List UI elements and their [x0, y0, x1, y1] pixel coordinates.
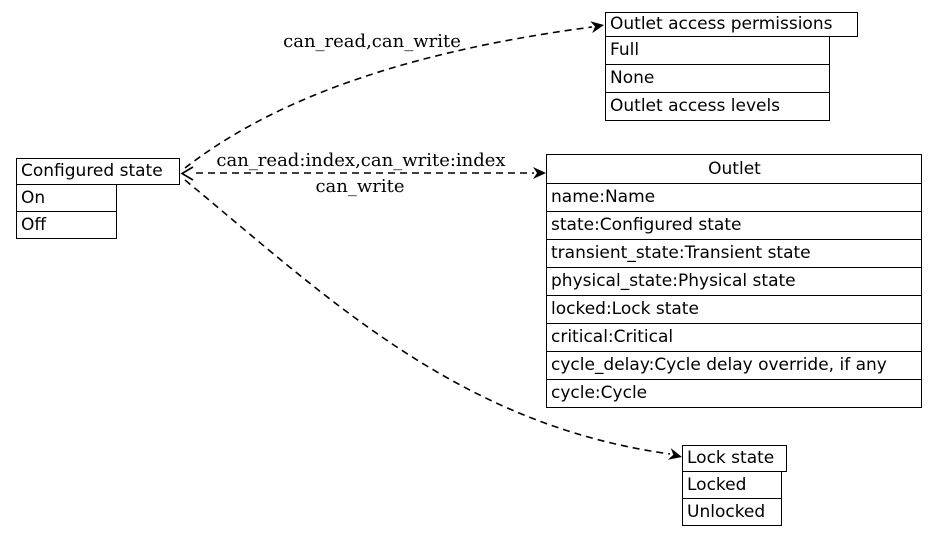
node-outlet-row-cycle-delay: cycle_delay:Cycle delay override, if any — [546, 352, 922, 380]
outlet-arrowhead-icon — [533, 167, 546, 179]
edge-configured-to-permissions — [184, 26, 593, 169]
edge-label-outlet-top: can_read:index,can_write:index — [216, 150, 506, 171]
node-lock-state-row-unlocked: Unlocked — [682, 499, 782, 526]
configured-state-vee-arrowhead-icon — [180, 166, 194, 181]
permissions-arrowhead-icon — [590, 21, 604, 34]
lockstate-arrowhead-icon — [667, 448, 682, 460]
node-lock-state-row-locked: Locked — [682, 472, 782, 499]
node-outlet-access-permissions-row-none: None — [605, 65, 830, 93]
node-outlet-access-permissions-title: Outlet access permissions — [605, 12, 858, 37]
node-outlet-access-permissions-row-levels: Outlet access levels — [605, 93, 830, 121]
node-outlet-row-state: state:Configured state — [546, 212, 922, 240]
node-outlet-row-physical-state: physical_state:Physical state — [546, 268, 922, 296]
node-outlet-row-cycle: cycle:Cycle — [546, 380, 922, 408]
node-outlet-row-locked: locked:Lock state — [546, 296, 922, 324]
node-configured-state-row-on: On — [16, 185, 117, 212]
node-configured-state-row-off: Off — [16, 212, 117, 239]
edge-label-permissions: can_read,can_write — [283, 31, 461, 52]
node-configured-state-title: Configured state — [16, 158, 180, 185]
edge-configured-to-lockstate — [184, 179, 671, 455]
node-outlet-access-permissions-row-full: Full — [605, 37, 830, 65]
node-outlet-title: Outlet — [546, 154, 922, 184]
node-lock-state-title: Lock state — [682, 445, 787, 472]
node-outlet-row-critical: critical:Critical — [546, 324, 922, 352]
node-outlet-row-transient-state: transient_state:Transient state — [546, 240, 922, 268]
node-outlet-row-name: name:Name — [546, 184, 922, 212]
edge-label-outlet-bottom: can_write — [315, 176, 405, 197]
